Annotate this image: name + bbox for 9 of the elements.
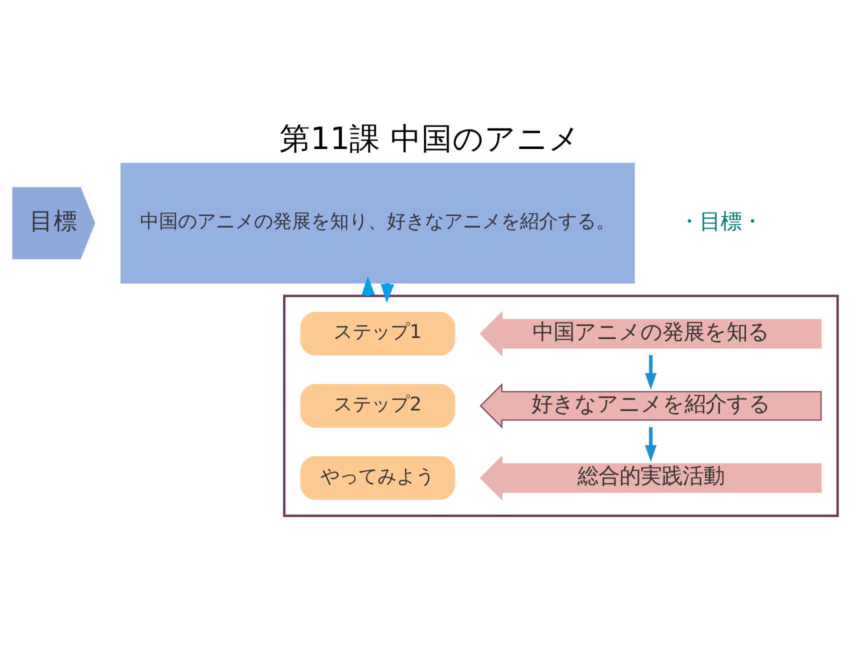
node-box: やってみよう — [300, 456, 456, 500]
cluster — [283, 294, 839, 517]
node-box: ステップ2 — [300, 384, 456, 428]
node-box: ステップ1 — [300, 312, 456, 356]
diagram-title: 第11課 中国のアニメ — [280, 121, 580, 158]
node-box: 中国のアニメの発展を知り、好きなアニメを紹介する。 — [120, 162, 635, 284]
arrow — [645, 355, 657, 390]
arrow — [645, 427, 657, 462]
label: ・目標・ — [678, 209, 763, 234]
